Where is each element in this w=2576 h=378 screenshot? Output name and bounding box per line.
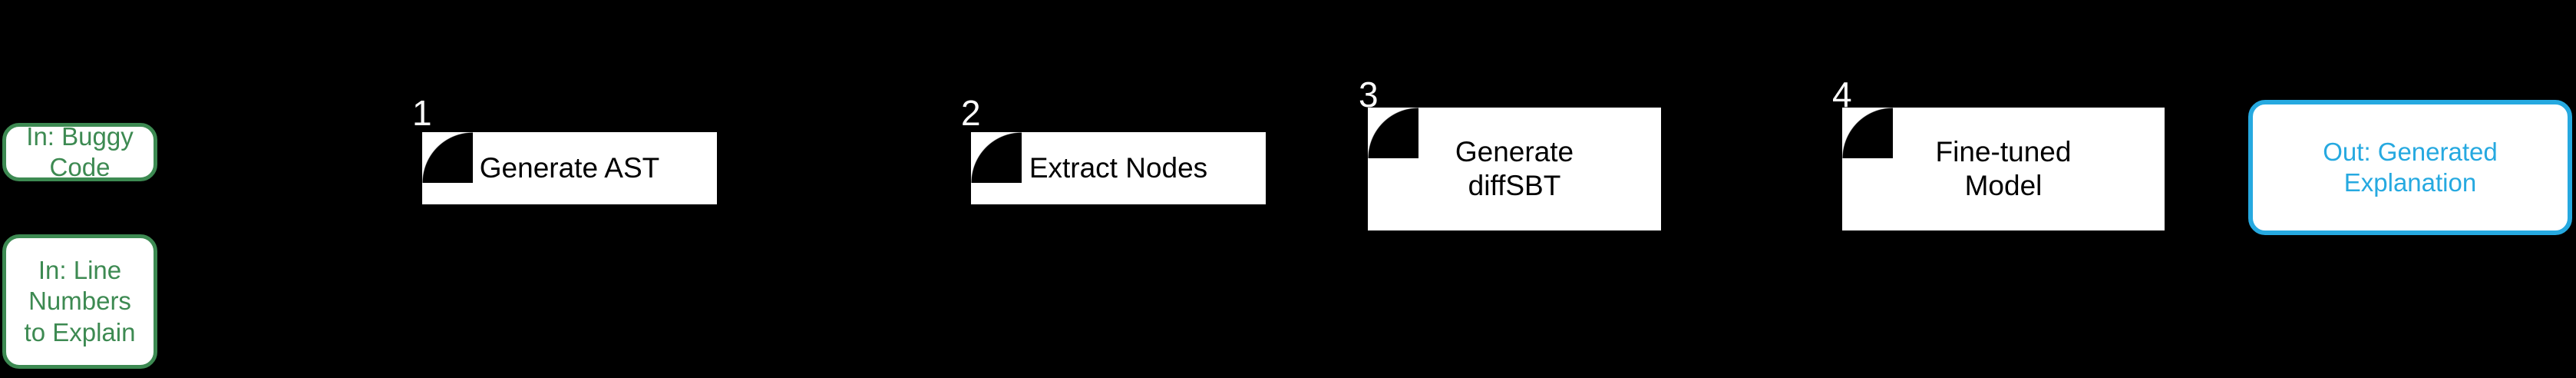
step-2-box[interactable]: Extract Nodes xyxy=(971,132,1266,204)
input-box-buggy-code[interactable]: In: Buggy Code xyxy=(2,121,157,181)
step-4[interactable]: 4 Fine-tuned Model xyxy=(1832,77,2165,230)
step-3[interactable]: 3 Generate diffSBT xyxy=(1359,77,1661,230)
step-4-number: 4 xyxy=(1832,75,1852,114)
input-box-line-numbers[interactable]: In: Line Numbers to Explain xyxy=(2,234,157,369)
step-2-number: 2 xyxy=(961,93,981,133)
step-3-number: 3 xyxy=(1359,75,1379,114)
step-1-number: 1 xyxy=(412,93,432,133)
output-box-generated-explanation[interactable]: Out: Generated Explanation xyxy=(2248,100,2572,235)
step-2[interactable]: 2 Extract Nodes xyxy=(961,95,1266,204)
step-1-box[interactable]: Generate AST xyxy=(422,132,717,204)
step-3-label: Generate diffSBT xyxy=(1455,135,1574,201)
step-1-label: Generate AST xyxy=(479,151,660,184)
step-1[interactable]: 1 Generate AST xyxy=(412,95,717,204)
step-3-box[interactable]: Generate diffSBT xyxy=(1368,108,1661,230)
input-box-buggy-code-label: In: Buggy Code xyxy=(26,121,134,181)
input-box-line-numbers-label: In: Line Numbers to Explain xyxy=(24,256,136,346)
step-4-label: Fine-tuned Model xyxy=(1935,135,2072,201)
step-2-label: Extract Nodes xyxy=(1029,151,1208,184)
step-4-box[interactable]: Fine-tuned Model xyxy=(1842,108,2165,230)
output-box-generated-explanation-label: Out: Generated Explanation xyxy=(2323,137,2498,197)
